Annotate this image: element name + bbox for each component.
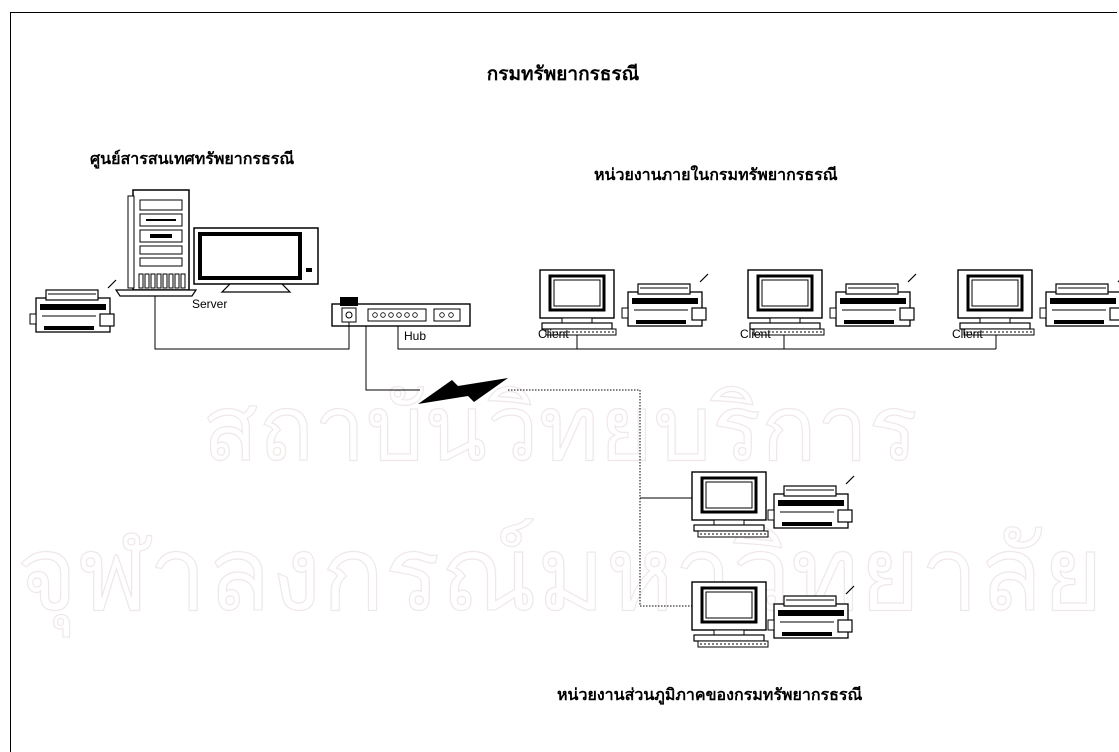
client-3-printer-icon — [1039, 273, 1119, 327]
client-1-label: Client — [538, 327, 569, 341]
internal-group-label: หน่วยงานภายในกรมทรัพยากรธรณี — [594, 165, 838, 184]
server-monitor-icon — [193, 227, 319, 293]
page-title: กรมทรัพยากรธรณี — [487, 63, 640, 85]
diagram-frame — [10, 12, 1117, 752]
regional-client-2-icon — [690, 580, 770, 649]
client-2-printer-icon — [829, 273, 917, 327]
regional-client-1-icon — [690, 470, 770, 539]
watermark-line2: จุฬาลงกรณ์มหาวิทยาลัย — [17, 513, 1104, 638]
server-label: Server — [192, 297, 227, 311]
regional-client-1-printer-icon — [767, 475, 855, 529]
server-icon: Server — [114, 189, 227, 311]
client-2-icon — [746, 268, 826, 337]
network-links — [154, 296, 997, 607]
central-group-label: ศูนย์สารสนเทศทรัพยากรธรณี — [90, 149, 294, 170]
hub-icon: Hub — [331, 297, 471, 343]
client-3-label: Client — [952, 327, 983, 341]
watermark: สถาบันวิทยบริการ จุฬาลงกรณ์มหาวิทยาลัย — [16, 374, 1104, 638]
client-1-icon — [538, 268, 618, 337]
printer-icon — [29, 279, 117, 333]
client-1-printer-icon — [621, 273, 709, 327]
regional-group-label: หน่วยงานส่วนภูมิภาคของกรมทรัพยากรธรณี — [557, 685, 862, 706]
wan-link-icon — [418, 378, 508, 404]
watermark-line1: สถาบันวิทยบริการ — [202, 375, 918, 482]
hub-label: Hub — [404, 329, 426, 343]
client-3-icon — [956, 268, 1036, 337]
client-2-label: Client — [740, 327, 771, 341]
